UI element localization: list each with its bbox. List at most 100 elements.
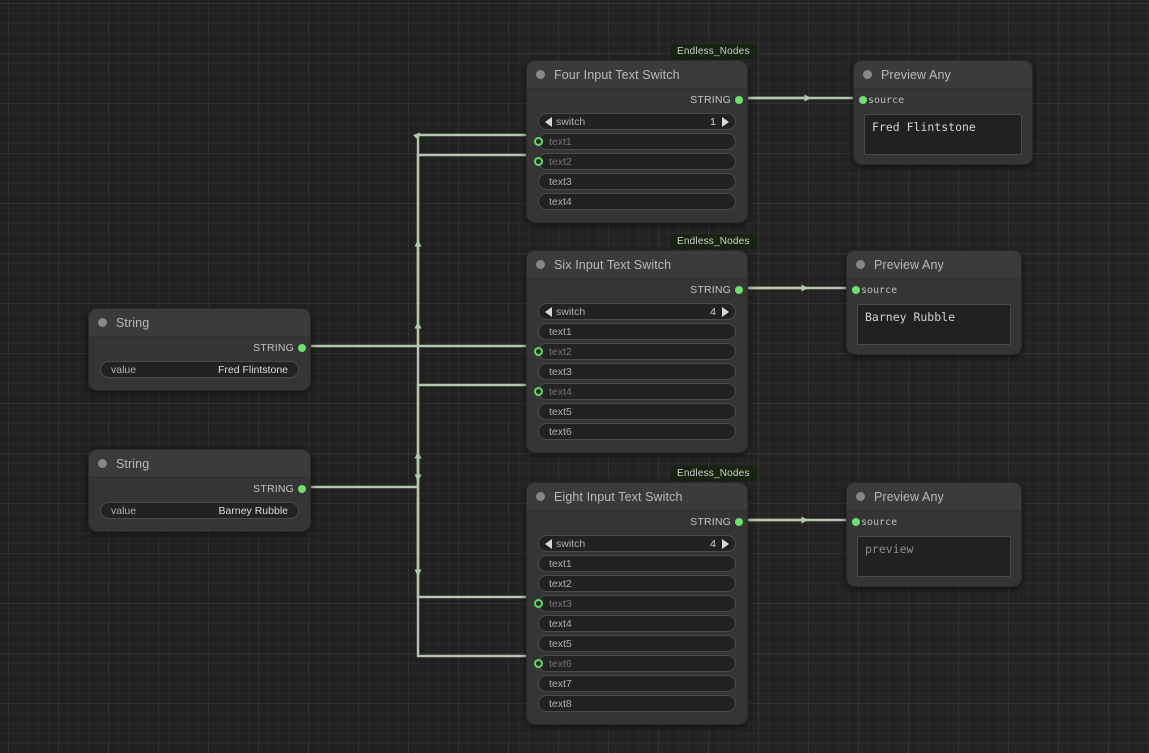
- chevron-right-icon[interactable]: [722, 116, 729, 127]
- input-slot-dot[interactable]: [534, 157, 543, 166]
- collapse-dot-icon[interactable]: [536, 492, 545, 501]
- chevron-left-icon[interactable]: [545, 116, 552, 127]
- collapse-dot-icon[interactable]: [98, 318, 107, 327]
- widget-label: switch: [556, 115, 586, 128]
- input-slot-text4[interactable]: text4: [534, 383, 736, 400]
- preview-text-area[interactable]: Fred Flintstone: [864, 114, 1022, 155]
- input-slot-dot[interactable]: [859, 96, 867, 104]
- preview-text-area[interactable]: Barney Rubble: [857, 304, 1011, 345]
- output-slot-row[interactable]: STRING: [89, 337, 310, 358]
- output-slot-dot[interactable]: [298, 484, 306, 493]
- node-title-bar[interactable]: Preview Any: [854, 61, 1032, 89]
- node-title-bar[interactable]: Four Input Text Switch: [527, 61, 747, 89]
- input-slot-label: text2: [549, 577, 572, 590]
- output-slot-dot[interactable]: [735, 285, 743, 294]
- widget-value[interactable]: value Fred Flintstone: [100, 361, 299, 378]
- input-slot-text2[interactable]: text2: [534, 153, 736, 170]
- output-slot-dot[interactable]: [735, 517, 743, 526]
- output-slot-row[interactable]: STRING: [527, 279, 747, 300]
- collapse-dot-icon[interactable]: [98, 459, 107, 468]
- collapse-dot-icon[interactable]: [856, 492, 865, 501]
- output-slot-dot[interactable]: [298, 343, 306, 352]
- link-stringB-to-six-text4: [416, 383, 533, 487]
- node-badge-endless-nodes-four: Endless_Nodes: [670, 44, 757, 59]
- output-slot-row[interactable]: STRING: [89, 478, 310, 499]
- input-slot-label: text5: [549, 637, 572, 650]
- node-title-bar[interactable]: String: [89, 309, 310, 337]
- input-slot-dot[interactable]: [534, 137, 543, 146]
- output-slot-label: STRING: [690, 93, 731, 106]
- output-slot-label: STRING: [253, 482, 294, 495]
- input-slot-text8[interactable]: text8: [538, 695, 736, 712]
- preview-text-area[interactable]: preview: [857, 536, 1011, 577]
- input-slot-text6[interactable]: text6: [534, 655, 736, 672]
- input-slot-text5[interactable]: text5: [538, 403, 736, 420]
- widget-switch-combo[interactable]: switch 4: [538, 303, 736, 320]
- input-slot-text1[interactable]: text1: [534, 133, 736, 150]
- node-string-fred[interactable]: String STRING value Fred Flintstone: [88, 308, 311, 391]
- node-title-bar[interactable]: String: [89, 450, 310, 478]
- node-body: STRING value Fred Flintstone: [89, 337, 310, 390]
- input-slot-label: text5: [549, 405, 572, 418]
- node-title-bar[interactable]: Preview Any: [847, 251, 1021, 279]
- node-body: source Barney Rubble: [847, 279, 1021, 354]
- widget-value[interactable]: value Barney Rubble: [100, 502, 299, 519]
- node-title-bar[interactable]: Eight Input Text Switch: [527, 483, 747, 511]
- chevron-right-icon[interactable]: [722, 306, 729, 317]
- node-body: STRING switch 4 text1 text2 text3 text4: [527, 511, 747, 724]
- collapse-dot-icon[interactable]: [536, 260, 545, 269]
- node-string-barney[interactable]: String STRING value Barney Rubble: [88, 449, 311, 532]
- input-slot-dot[interactable]: [852, 518, 860, 526]
- input-slot-text4[interactable]: text4: [538, 615, 736, 632]
- input-slot-text3[interactable]: text3: [534, 595, 736, 612]
- output-slot-row[interactable]: STRING: [527, 511, 747, 532]
- input-slot-dot[interactable]: [534, 387, 543, 396]
- input-slot-label: text6: [549, 425, 572, 438]
- link-stringA-to-four-text2: [416, 153, 533, 323]
- node-title-bar[interactable]: Preview Any: [847, 483, 1021, 511]
- input-slot-text2[interactable]: text2: [538, 575, 736, 592]
- widget-label: value: [111, 363, 137, 376]
- input-slot-dot[interactable]: [534, 347, 543, 356]
- collapse-dot-icon[interactable]: [856, 260, 865, 269]
- output-slot-dot[interactable]: [735, 95, 743, 104]
- input-slot-text4[interactable]: text4: [538, 193, 736, 210]
- input-slot-text7[interactable]: text7: [538, 675, 736, 692]
- output-slot-label: STRING: [690, 515, 731, 528]
- collapse-dot-icon[interactable]: [863, 70, 872, 79]
- node-badge-endless-nodes-six: Endless_Nodes: [670, 234, 757, 249]
- input-slot-label: text4: [549, 617, 572, 630]
- widget-value: 4: [710, 537, 716, 550]
- collapse-dot-icon[interactable]: [536, 70, 545, 79]
- widget-switch-combo[interactable]: switch 4: [538, 535, 736, 552]
- input-slot-dot[interactable]: [852, 286, 860, 294]
- output-slot-row[interactable]: STRING: [527, 89, 747, 110]
- node-preview-any-1[interactable]: Preview Any source Fred Flintstone: [853, 60, 1033, 165]
- input-slot-text1[interactable]: text1: [538, 323, 736, 340]
- input-slot-dot[interactable]: [534, 659, 543, 668]
- node-title-bar[interactable]: Six Input Text Switch: [527, 251, 747, 279]
- node-preview-any-3[interactable]: Preview Any source preview: [846, 482, 1022, 587]
- node-preview-any-2[interactable]: Preview Any source Barney Rubble: [846, 250, 1022, 355]
- input-slot-source[interactable]: source: [854, 89, 1032, 111]
- input-slot-dot[interactable]: [534, 599, 543, 608]
- input-slot-label: text3: [549, 597, 572, 610]
- widget-label: value: [111, 504, 137, 517]
- input-slot-text5[interactable]: text5: [538, 635, 736, 652]
- widget-switch-combo[interactable]: switch 1: [538, 113, 736, 130]
- chevron-right-icon[interactable]: [722, 538, 729, 549]
- input-slot-source[interactable]: source: [847, 279, 1021, 301]
- input-slot-text6[interactable]: text6: [538, 423, 736, 440]
- node-eight-input-text-switch[interactable]: Eight Input Text Switch STRING switch 4 …: [526, 482, 748, 725]
- node-body: source preview: [847, 511, 1021, 586]
- chevron-left-icon[interactable]: [545, 306, 552, 317]
- node-four-input-text-switch[interactable]: Four Input Text Switch STRING switch 1 t…: [526, 60, 748, 223]
- input-slot-text3[interactable]: text3: [538, 173, 736, 190]
- input-slot-text1[interactable]: text1: [538, 555, 736, 572]
- node-six-input-text-switch[interactable]: Six Input Text Switch STRING switch 4 te…: [526, 250, 748, 453]
- input-slot-text2[interactable]: text2: [534, 343, 736, 360]
- input-slot-source[interactable]: source: [847, 511, 1021, 533]
- input-slot-text3[interactable]: text3: [538, 363, 736, 380]
- chevron-left-icon[interactable]: [545, 538, 552, 549]
